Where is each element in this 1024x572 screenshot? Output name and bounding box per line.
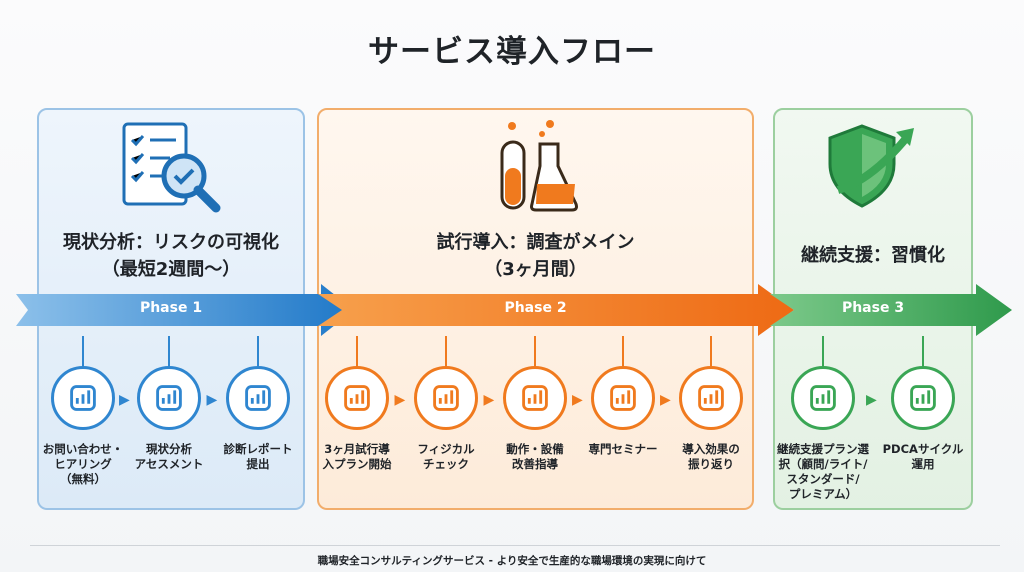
footer-divider xyxy=(30,545,1000,546)
connector-line xyxy=(445,336,447,370)
phase-2-arrow xyxy=(318,284,796,336)
page-title: サービス導入フロー xyxy=(368,34,656,70)
step-arrow-icon: ▶ xyxy=(572,392,583,408)
connector-line xyxy=(168,336,170,370)
step-arrow-icon: ▶ xyxy=(394,392,406,408)
step-label: 専門セミナー xyxy=(588,442,658,456)
phase-2-label: Phase 2 xyxy=(504,300,567,316)
step-arrow-icon: ▶ xyxy=(866,392,877,408)
step-arrow-icon: ▶ xyxy=(660,392,671,408)
step-label: 3ヶ月試行導 入プラン開始 xyxy=(322,442,392,471)
step-arrow-icon: ▶ xyxy=(119,392,130,408)
connector-line xyxy=(822,336,824,370)
connector-line xyxy=(356,336,358,370)
connector-line xyxy=(622,336,624,370)
phase-3-heading: 継続支援：習慣化 xyxy=(801,245,945,266)
step-arrow-icon: ▶ xyxy=(206,392,218,408)
step-arrow-icon: ▶ xyxy=(483,392,495,408)
phase-1-heading: 現状分析：リスクの可視化（最短2週間〜） xyxy=(63,232,279,280)
footer-text: 職場安全コンサルティングサービス - より安全で生産的な職場環境の実現に向けて xyxy=(317,555,707,567)
checklist-magnifier-icon xyxy=(122,122,221,213)
step-label: お問い合わせ・ ヒアリング （無料） xyxy=(42,442,124,486)
plan-tiers-icon xyxy=(791,366,855,430)
connector-line xyxy=(257,336,259,370)
step-label: 診断レポート 提出 xyxy=(223,442,293,471)
handshake-growth-icon xyxy=(679,366,743,430)
step-label: 継続支援プラン選 択（顧問/ライト/ スタンダード/ プレミアム） xyxy=(777,442,869,501)
report-certificate-icon xyxy=(226,366,290,430)
step-label: 現状分析 アセスメント xyxy=(134,442,204,471)
connector-line xyxy=(710,336,712,370)
body-heart-icon xyxy=(414,366,478,430)
phase-2-heading: 試行導入：調査がメイン（3ヶ月間） xyxy=(436,232,635,280)
step-label: 動作・設備 改善指導 xyxy=(506,442,564,471)
phase-1-label: Phase 1 xyxy=(139,300,203,316)
pdca-cycle-icon xyxy=(891,366,955,430)
test-tube-flask-icon xyxy=(500,120,578,212)
presentation-icon xyxy=(591,366,655,430)
stretch-helmet-icon xyxy=(503,366,567,430)
calendar-play-icon xyxy=(325,366,389,430)
clipboard-chart-gear-icon xyxy=(137,366,201,430)
connector-line xyxy=(82,336,84,370)
step-label: 導入効果の 振り返り xyxy=(682,442,740,471)
headset-chat-icon xyxy=(51,366,115,430)
step-label: フィジカル チェック xyxy=(417,442,475,471)
phase-3-label: Phase 3 xyxy=(841,300,905,316)
phase-3-arrow xyxy=(770,284,1014,336)
connector-line xyxy=(922,336,924,370)
step-label: PDCAサイクル 運用 xyxy=(882,442,964,471)
connector-line xyxy=(534,336,536,370)
shield-arrow-icon xyxy=(828,124,914,208)
phase-1-arrow xyxy=(16,284,356,336)
